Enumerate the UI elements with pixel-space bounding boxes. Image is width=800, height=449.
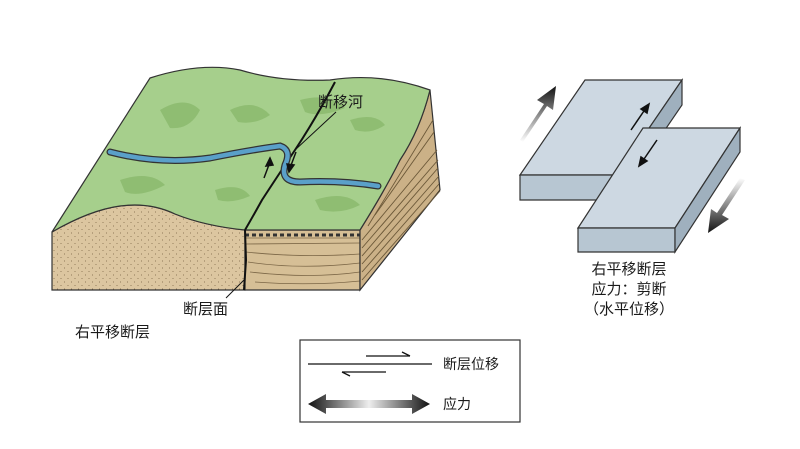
- stress-arrow-up: [520, 86, 556, 142]
- slab-right-side: [674, 125, 741, 255]
- river-water: [107, 143, 381, 189]
- fault-trace: [244, 81, 336, 231]
- legend-displacement-label: 断层位移: [443, 357, 499, 373]
- fault-plane-label: 断层面: [183, 300, 228, 318]
- strata-lines: [244, 237, 361, 285]
- slab-arrows: [630, 102, 658, 168]
- stress-symbol: [308, 394, 430, 414]
- front-face-right: [244, 229, 361, 291]
- fault-plane-leader: [225, 279, 245, 299]
- fault-block: 断移河 断层面 右平移断层: [51, 66, 441, 341]
- river-leader: [294, 111, 337, 151]
- schematic-line-2: 应力：剪断: [591, 280, 666, 298]
- legend-stress-label: 应力: [443, 396, 471, 413]
- stress-arrow-down: [708, 178, 745, 233]
- legend-box: [299, 339, 521, 423]
- displacement-symbol: [308, 351, 432, 377]
- fault-type-label: 右平移断层: [75, 323, 150, 341]
- shear-schematic: 右平移断层 应力：剪断 （水平位移）: [518, 78, 745, 318]
- river-label: 断移河: [318, 93, 363, 111]
- legend: 断层位移 应力: [299, 339, 521, 423]
- side-strata: [361, 119, 441, 281]
- fault-plane-line: [243, 229, 248, 291]
- grass-patches: [120, 97, 385, 212]
- schematic-line-1: 右平移断层: [591, 260, 666, 278]
- schematic-line-3: （水平位移）: [584, 300, 674, 318]
- slab-right-front: [577, 227, 676, 253]
- fault-arrows: [263, 151, 297, 179]
